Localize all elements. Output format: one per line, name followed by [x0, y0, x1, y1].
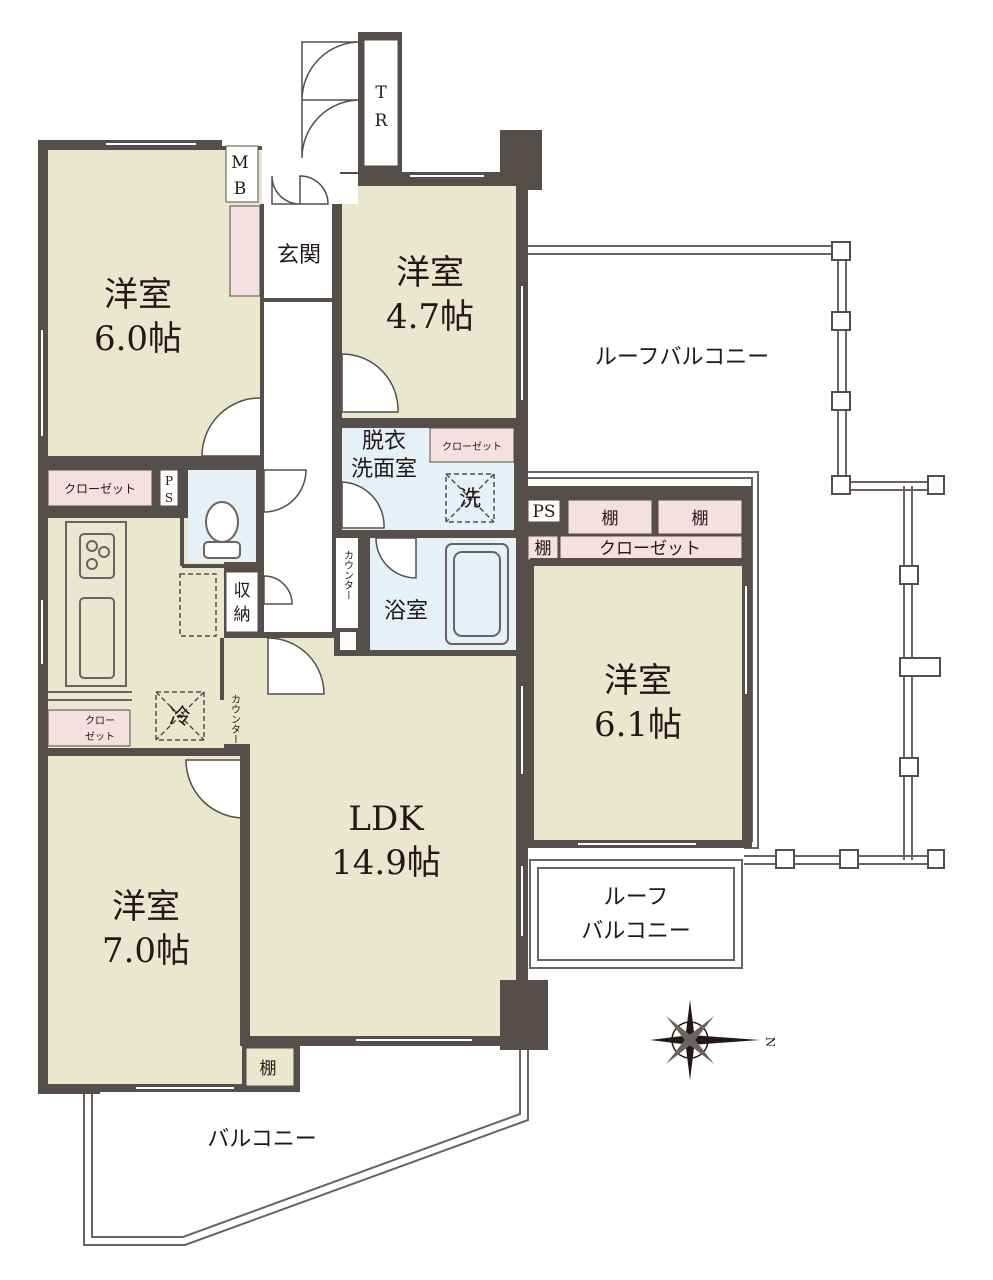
room-name-ldk: LDK [348, 799, 424, 839]
room-name-western-6-0: 洋室 [104, 275, 172, 315]
mb-label-top: M [231, 153, 248, 173]
closet-label-western-4-7: クローゼット [442, 441, 502, 453]
counter-strip [336, 538, 358, 628]
ps-label-right: PS [532, 502, 555, 522]
tr-label-top: T [375, 83, 387, 103]
closet-label-western-6-1: クローゼット [599, 539, 701, 559]
storage-dashed [179, 573, 217, 637]
genkan [264, 206, 334, 298]
closet-small-label-bottom: ゼット [85, 731, 115, 743]
compass-icon [650, 1000, 760, 1080]
room-western-6-1 [534, 566, 742, 840]
roof-balcony-label: ルーフバルコニー [595, 345, 769, 370]
room-name-western-4-7: 洋室 [396, 253, 464, 293]
counter-label-vertical: カウンター [342, 550, 354, 600]
closets [47, 39, 743, 1087]
balcony-label: バルコニー [207, 1127, 317, 1152]
partitions [48, 204, 742, 1046]
closet-label-western-6-0: クローゼット [64, 482, 136, 496]
counter-label-small: カウンター [229, 694, 241, 744]
windows [41, 143, 747, 1089]
room-western-7-0 [48, 756, 242, 1084]
room-kitchen-corridor [224, 638, 250, 744]
fridge-label: 冷 [169, 705, 191, 730]
roof-balcony-small-label-top: ルーフ [604, 885, 669, 910]
room-size-western-6-1: 6.1帖 [594, 705, 682, 745]
kitchen-counter [48, 521, 132, 701]
storage-label-bottom: 納 [234, 605, 251, 625]
ps-label-top: P [165, 474, 173, 488]
room-name-western-6-1: 洋室 [604, 661, 672, 701]
storage-label-top: 収 [234, 581, 251, 601]
shelf-label-2: 棚 [692, 509, 709, 529]
north-label: N [763, 1037, 777, 1048]
dressing-label-bottom: 洗面室 [351, 457, 417, 482]
washer-space [445, 473, 495, 523]
dressing-label-top: 脱衣 [362, 429, 406, 454]
bath-label: 浴室 [384, 599, 428, 624]
ps-label-bottom: S [165, 491, 173, 505]
closet-small-label-top: クロー [85, 715, 115, 727]
room-ldk [250, 638, 516, 1036]
doors [185, 41, 417, 819]
mb-label-bottom: B [234, 179, 247, 199]
shelf-label-3: 棚 [535, 539, 552, 559]
bathtub-fixture [445, 543, 509, 645]
room-size-western-4-7: 4.7帖 [386, 297, 474, 337]
washer-label: 洗 [459, 487, 481, 512]
room-size-western-6-0: 6.0帖 [94, 319, 182, 359]
balcony-outline [83, 1046, 529, 1246]
room-size-western-7-0: 7.0帖 [102, 931, 190, 971]
tr-label-bottom: R [375, 111, 389, 131]
roof-balcony-small-label-bottom: バルコニー [581, 919, 691, 944]
shelf-label-4: 棚 [260, 1059, 277, 1079]
railing-posts [775, 241, 945, 869]
toilet-fixture [203, 501, 241, 559]
entrance-label: 玄関 [277, 243, 321, 268]
room-size-ldk: 14.9帖 [331, 843, 441, 883]
room-name-western-7-0: 洋室 [112, 887, 180, 927]
shelf-label-1: 棚 [602, 509, 619, 529]
fridge-space [155, 691, 205, 741]
counter-box [340, 632, 356, 650]
